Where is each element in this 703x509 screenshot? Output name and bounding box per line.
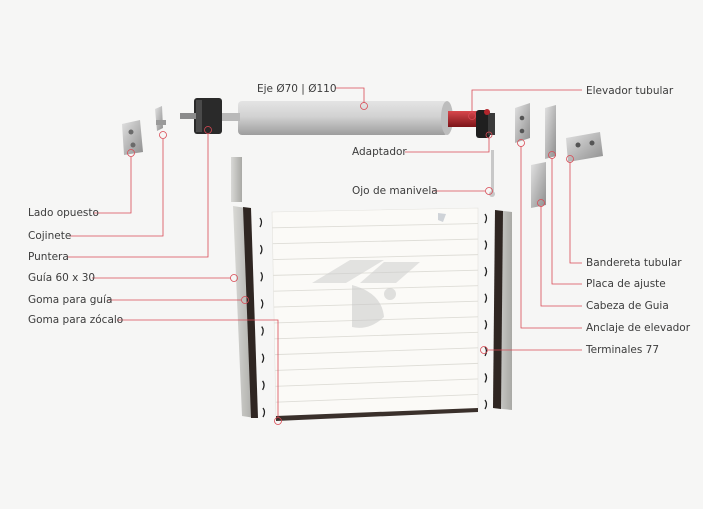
axle-tube (238, 101, 453, 135)
terminal-clip (261, 326, 264, 336)
bottom-rail (276, 408, 478, 421)
label-eje: Eje Ø70 | Ø110 (257, 83, 337, 95)
slat-line (275, 394, 479, 403)
terminal-clip (484, 373, 488, 383)
label-ojo-manivela: Ojo de manivela (352, 185, 438, 197)
opposite-side-bracket (122, 120, 143, 155)
label-puntera: Puntera (28, 251, 69, 263)
terminal-clip (484, 266, 488, 277)
right-terminal-clips (484, 213, 488, 410)
label-placa-ajuste: Placa de ajuste (586, 278, 666, 290)
label-anclaje: Anclaje de elevador (586, 322, 691, 334)
terminal-clip (259, 217, 263, 228)
terminal-clip (262, 407, 266, 418)
curtain-mark (438, 213, 446, 222)
terminal-clip (261, 353, 265, 364)
terminal-clip (484, 213, 488, 224)
label-terminales: Terminales 77 (586, 344, 660, 356)
slat-line (273, 285, 479, 292)
terminal-clip (259, 244, 263, 255)
end-cap-puntera (180, 98, 240, 134)
terminal-clip (484, 319, 488, 330)
label-adaptador: Adaptador (352, 146, 407, 158)
terminal-clip (484, 293, 488, 304)
left-terminal-clips (259, 217, 266, 418)
left-guide-rail (233, 206, 258, 418)
tubular-motor (448, 109, 495, 138)
right-guide-rail (493, 210, 512, 410)
label-lado-opuesto: Lado opuesto (28, 207, 99, 219)
guide-head (531, 162, 546, 208)
terminal-clip (484, 240, 488, 250)
slat-line (275, 378, 479, 387)
label-bandereta: Bandereta tubular (586, 257, 682, 269)
tubular-bracket (566, 132, 603, 162)
slat-line (274, 347, 479, 356)
slat-line (275, 362, 479, 371)
left-guide-head (231, 157, 242, 202)
motor-anchor (515, 103, 530, 143)
label-goma-guia: Goma para guía (28, 294, 113, 306)
terminal-clip (484, 346, 488, 357)
watermark-logo (312, 260, 420, 328)
terminal-clip (260, 271, 264, 282)
slat-line (274, 331, 479, 340)
slat-line (272, 254, 479, 260)
slat-line (272, 238, 479, 245)
adjustment-plate (545, 105, 556, 159)
label-cabeza-guia: Cabeza de Guia (586, 300, 669, 312)
terminal-clip (484, 399, 488, 410)
leader-lines (67, 87, 582, 425)
label-elevador-tubular: Elevador tubular (586, 85, 674, 97)
label-cojinete: Cojinete (28, 230, 72, 242)
slat-line (272, 223, 479, 229)
terminal-clip (260, 299, 264, 309)
label-goma-zocalo: Goma para zócalo (28, 314, 124, 326)
crank-eye (489, 150, 495, 197)
terminal-clip (262, 380, 265, 391)
bearing-cojinete (155, 106, 166, 131)
label-guia: Guía 60 x 30 (28, 272, 96, 284)
